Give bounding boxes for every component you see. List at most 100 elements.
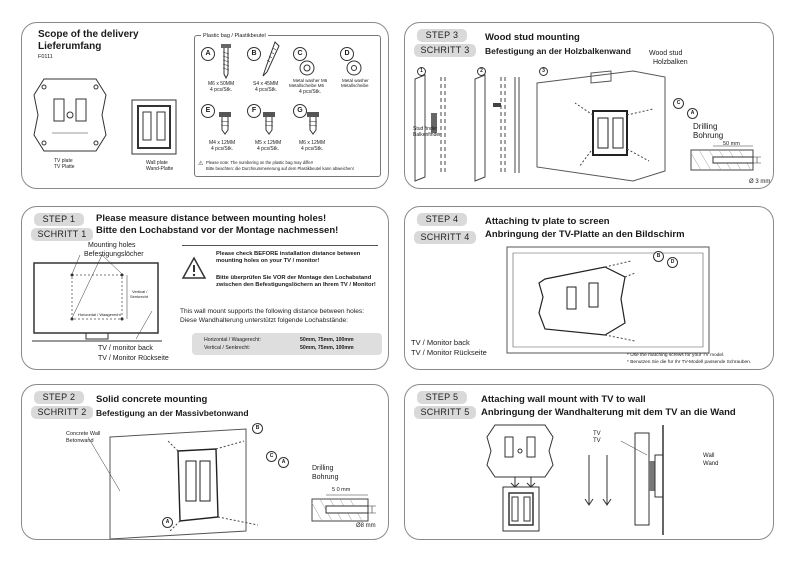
scope-panel: Scope of the delivery Lieferumfang F0111… <box>21 22 389 189</box>
screw-a-icon <box>221 44 231 80</box>
step3-badge-c: C <box>673 98 684 109</box>
part-g-qty: 4 pcs/Stk. <box>301 146 323 152</box>
spec-h-label: Horizontal / Waagerecht: <box>204 337 261 343</box>
step2-pill: STEP 2 <box>34 391 84 404</box>
step1-panel: STEP 1 SCHRITT 1 Please measure distance… <box>21 206 389 370</box>
tv-back-label-de: TV / Monitor Rückseite <box>98 355 169 362</box>
part-a-badge: A <box>201 47 215 61</box>
mounting-holes-label: Mounting holes <box>88 242 136 249</box>
step3-title-de: Befestigung an der Holzbalkenwand <box>485 46 631 56</box>
part-f-name: M5 x 12MM <box>255 140 282 146</box>
wall-plate-label: Wall plate <box>146 160 168 166</box>
down-arrow-icons <box>510 477 536 488</box>
support-de: Diese Wandhalterung unterstützt folgende… <box>180 317 349 324</box>
vertical-label: Vertical / <box>132 289 148 294</box>
step3-drilling-de: Bohrung <box>693 131 724 140</box>
step4-tv-back-de: TV / Monitor Rückseite <box>411 348 487 357</box>
stud-finder-label-de: Balkenfinder <box>413 132 441 138</box>
step5-title-de: Anbringung der Wandhalterung mit dem TV … <box>481 407 736 418</box>
step5-panel: STEP 5 SCHRITT 5 Attaching wall mount wi… <box>404 384 774 540</box>
step4-pill-de: SCHRITT 4 <box>414 231 476 244</box>
step5-tv-label-de: TV <box>593 438 601 444</box>
step2-drilling-de: Bohrung <box>312 474 339 481</box>
step2-drill-diagram <box>311 494 376 522</box>
part-g-name: M6 x 12MM <box>299 140 326 146</box>
step5-tv-label: TV <box>593 431 601 437</box>
part-a-name: M6 x 50MM <box>208 81 235 87</box>
spec-v-label: Vertical / Senkrecht: <box>204 345 251 351</box>
part-c-name2: Metallscheibe M6 <box>289 83 325 88</box>
part-c-qty: 4 pcs/Stk. <box>299 89 321 95</box>
step4-title: Attaching tv plate to screen <box>485 216 610 227</box>
vertical-label-de: Senkrecht <box>130 294 149 299</box>
step4-tv-back: TV / Monitor back <box>411 338 470 347</box>
wall-plate-drawing-step5 <box>502 486 540 532</box>
note-warning-icon: ⚠ <box>198 161 204 167</box>
part-c-badge: C <box>293 47 307 61</box>
wall-plate-mount-drawing <box>536 70 666 182</box>
part-d-badge: D <box>340 47 354 61</box>
wall-tv-side-drawing <box>620 425 664 535</box>
step2-depth: 5 0 mm <box>332 487 351 493</box>
warning-icon <box>181 256 207 279</box>
part-b-badge: B <box>247 47 261 61</box>
concrete-mount-drawing <box>87 428 259 540</box>
part-a-qty: 4 pcs/Stk. <box>210 87 232 93</box>
step4-title-de: Anbringung der TV-Platte an den Bildschi… <box>485 229 685 240</box>
washer-d-icon <box>346 60 362 76</box>
step4-panel: STEP 4 SCHRITT 4 Attaching tv plate to s… <box>404 206 774 370</box>
step3-drilling: Drilling <box>693 122 718 131</box>
step4-pill: STEP 4 <box>417 213 467 226</box>
step2-title-de: Befestigung an der Massivbetonwand <box>96 408 249 418</box>
step5-wall-label-de: Wand <box>703 461 719 467</box>
step5-wall-label: Wall <box>703 453 715 459</box>
step3-num-1: 1 <box>417 67 426 76</box>
plastic-bag-box: Plastic bag / Plastikbeutel A M6 x 50MM … <box>194 33 381 177</box>
part-e-qty: 4 pcs/Stk. <box>211 146 233 152</box>
step3-num-3: 3 <box>539 67 548 76</box>
step5-pill-de: SCHRITT 5 <box>414 406 476 419</box>
warn-de: Bitte überprüfen Sie VOR der Montage den… <box>216 275 376 289</box>
step3-drill-diagram <box>690 145 761 171</box>
spec-v-value: 50mm, 75mm, 100mm <box>300 345 354 351</box>
part-b-name: S4 x 45MM <box>253 81 279 87</box>
step3-depth: 50 mm <box>723 141 740 147</box>
part-c-name: Metal washer M6 <box>293 78 328 83</box>
part-f-badge: F <box>247 104 261 118</box>
step2-diameter: Ø8 mm <box>356 523 376 529</box>
wood-stud-label-de: Holzbalken <box>653 59 688 66</box>
stud-wall-drawing <box>414 74 520 182</box>
part-d-name: Metal washer <box>342 78 369 83</box>
bag-note-de: Bitte beachten: die Durchnummerierung au… <box>206 166 354 171</box>
part-d-name2: Metallscheibe <box>341 83 369 88</box>
tv-back-measure-drawing <box>32 254 162 342</box>
step2-panel: STEP 2 SCHRITT 2 Solid concrete mounting… <box>21 384 389 540</box>
tv-plate-on-screen-drawing <box>506 246 710 354</box>
step5-pill: STEP 5 <box>417 391 467 404</box>
step5-title: Attaching wall mount with TV to wall <box>481 394 646 405</box>
step2-badge-b: B <box>252 423 263 434</box>
step1-pill-de: SCHRITT 1 <box>31 228 93 241</box>
step2-badge-a: A <box>278 457 289 468</box>
step3-pill: STEP 3 <box>417 29 467 42</box>
wall-plate-label-de: Wand-Platte <box>146 166 174 172</box>
spec-h-value: 50mm, 75mm, 100mm <box>300 337 354 343</box>
tv-plate-drawing <box>33 78 107 152</box>
step3-num-2: 2 <box>477 67 486 76</box>
horizontal-label: Horizontal / Waagerecht <box>78 312 121 317</box>
part-f-qty: 4 pcs/Stk. <box>257 146 279 152</box>
plastic-bag-label: Plastic bag / Plastikbeutel <box>201 33 268 39</box>
washer-c-icon <box>299 60 315 76</box>
screw-g-icon <box>307 112 319 135</box>
tv-plate-drawing-step5 <box>486 424 554 478</box>
spec-box: Horizontal / Waagerecht: 50mm, 75mm, 100… <box>192 333 382 355</box>
step2-badge-c: C <box>266 451 277 462</box>
wall-plate-drawing <box>131 99 177 155</box>
tv-plate-label: TV plate <box>54 158 73 164</box>
step3-badge-a: A <box>687 108 698 119</box>
part-e-badge: E <box>201 104 215 118</box>
step1-title: Please measure distance between mounting… <box>96 213 327 224</box>
warn-en: Please check BEFORE installation distanc… <box>216 251 361 265</box>
step2-pill-de: SCHRITT 2 <box>31 406 93 419</box>
step3-title: Wood stud mounting <box>485 32 580 43</box>
